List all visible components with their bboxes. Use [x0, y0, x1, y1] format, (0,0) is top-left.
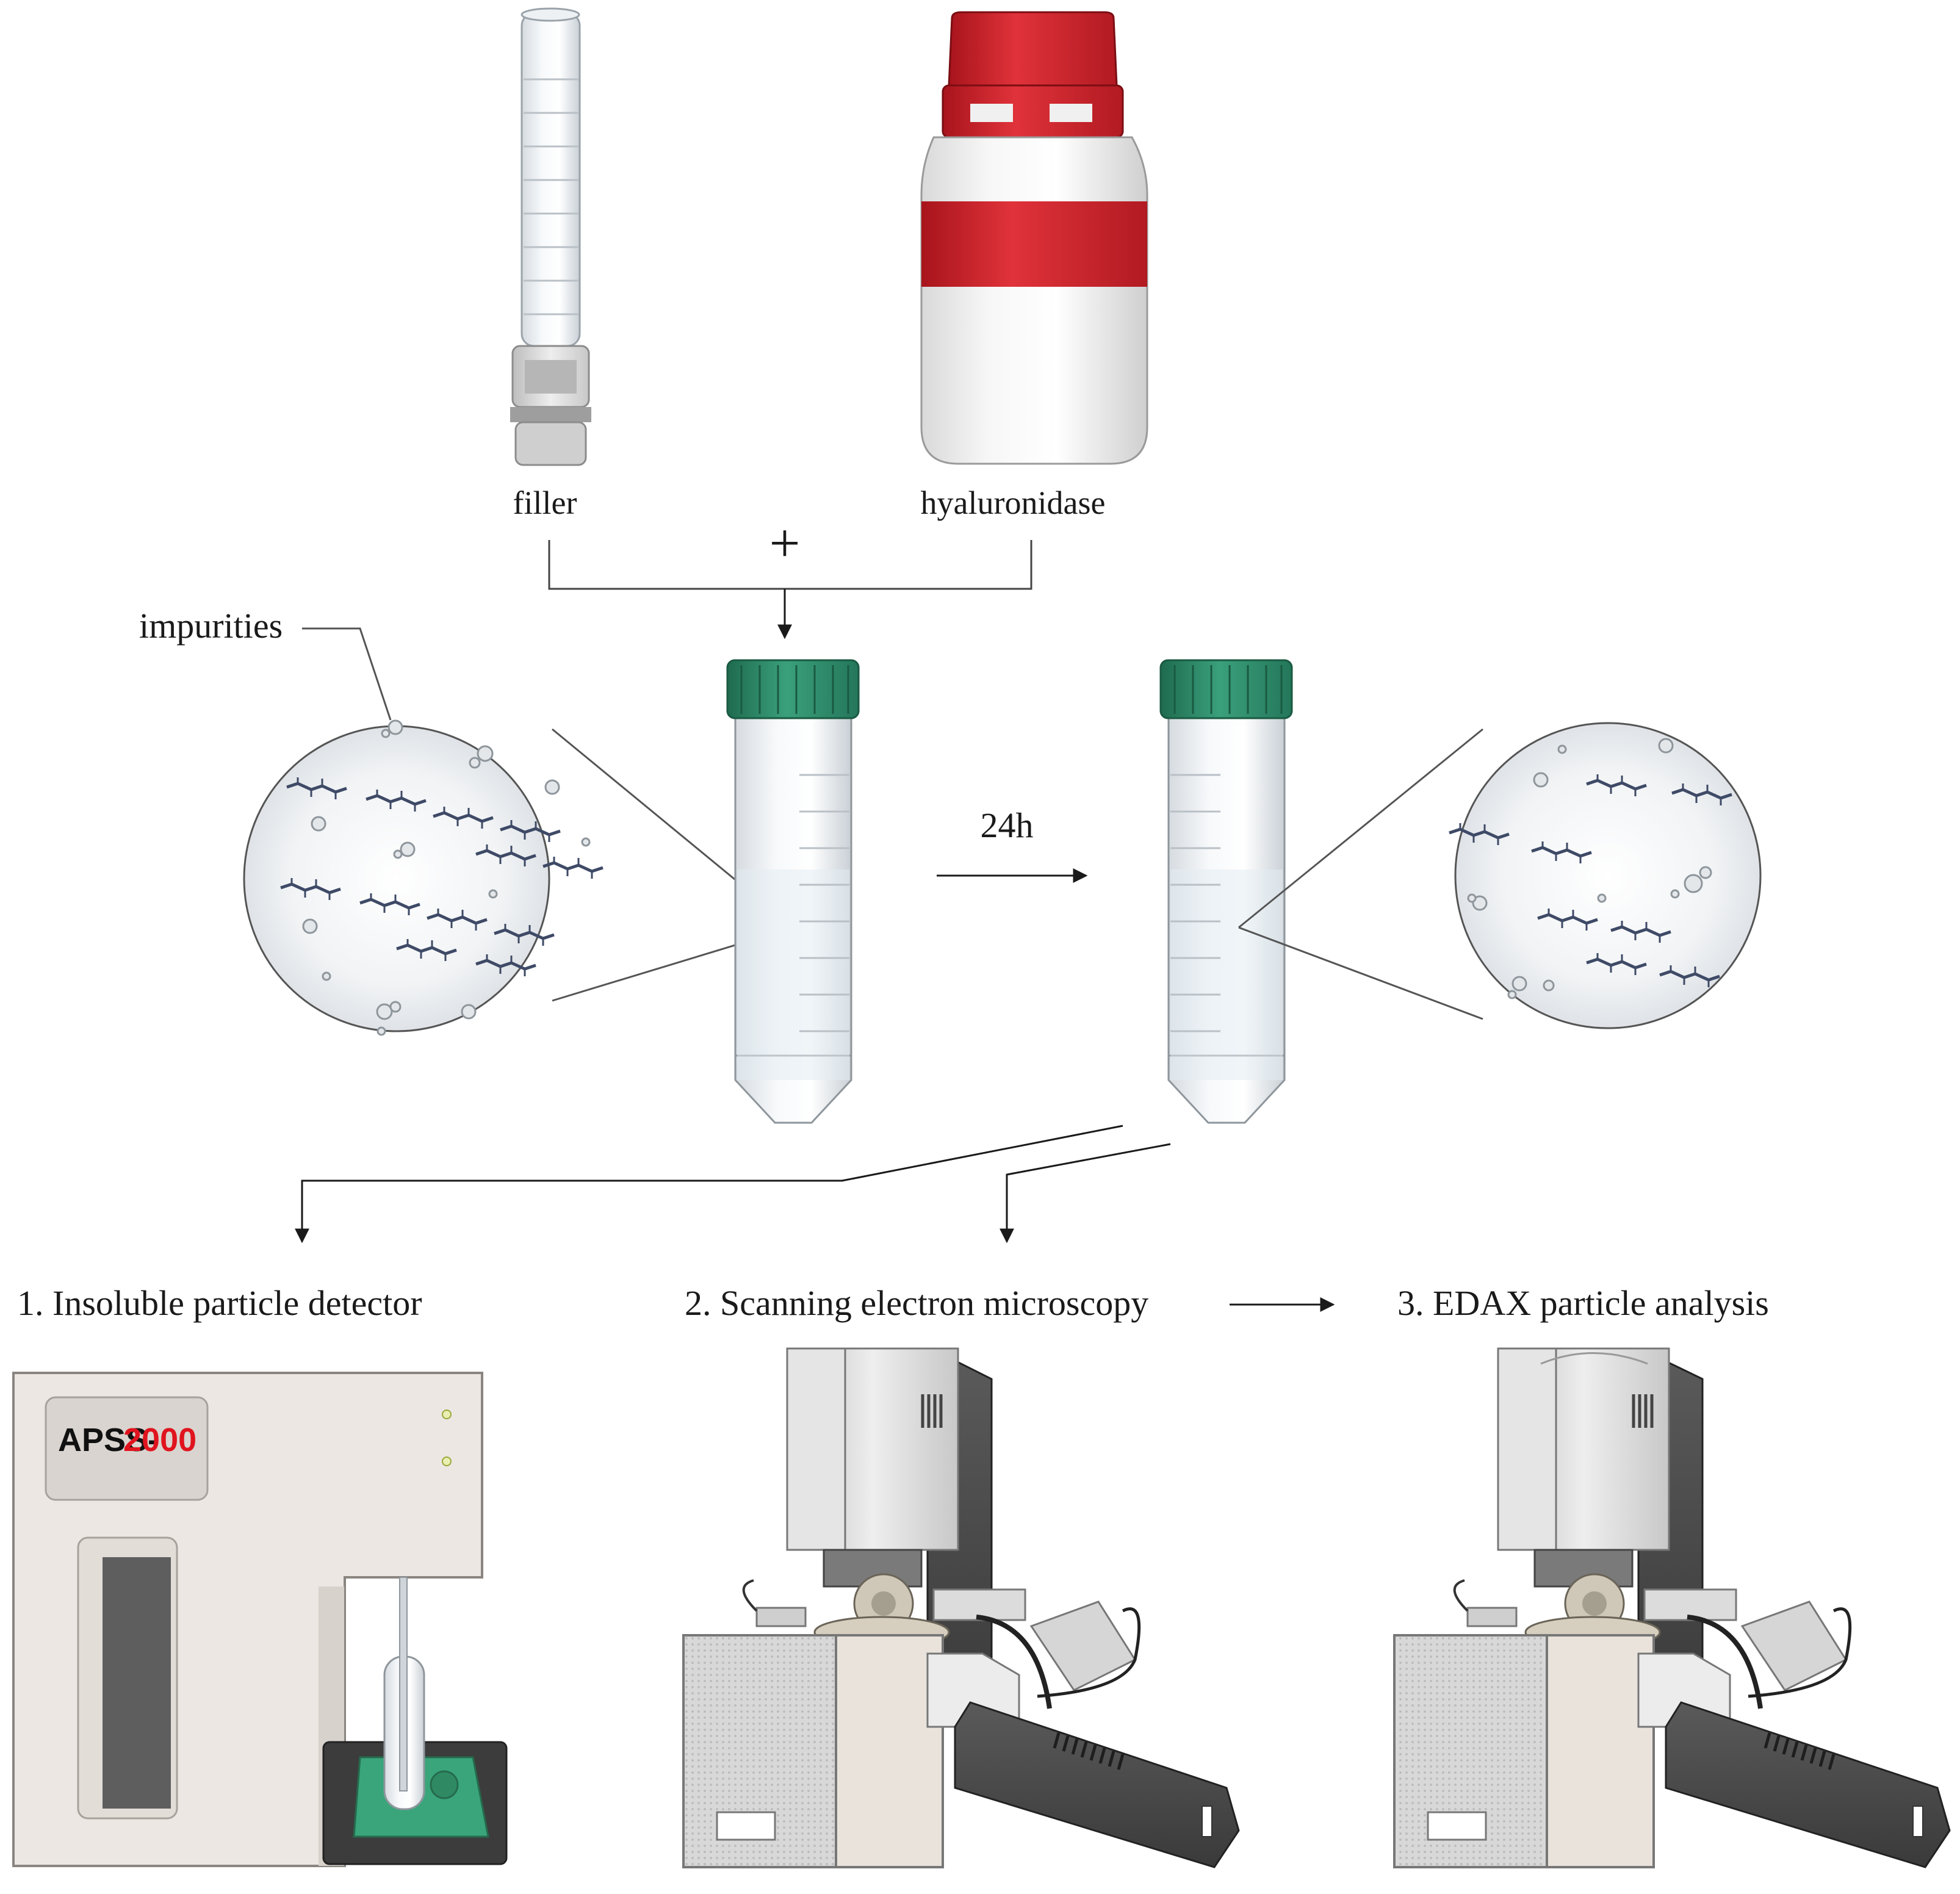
combine-line [548, 540, 1032, 590]
step3-label: 3. EDAX particle analysis [1397, 1283, 1769, 1323]
remaining-particles [1467, 738, 1712, 999]
centrifuge-tube-after [1159, 659, 1293, 1124]
sem-detector [954, 1701, 1240, 1868]
filler-label: filler [513, 484, 577, 521]
route-to-detector [295, 1125, 1123, 1244]
edax-detector [1665, 1701, 1951, 1868]
impurities-leader [302, 627, 392, 721]
impurities-label: impurities [139, 606, 283, 646]
hyaluronidase-label: hyaluronidase [921, 484, 1106, 521]
edax-instrument [1393, 1347, 1951, 1868]
magnifier-after [1449, 722, 1762, 1029]
impurity-particles [302, 719, 591, 1036]
filler-syringe [510, 7, 591, 466]
plus-sign: + [769, 513, 801, 574]
brand-prefix: APSS- [58, 1422, 159, 1458]
time-label: 24h [981, 805, 1034, 845]
magnifier-before [243, 719, 603, 1036]
sem-instrument [682, 1347, 1240, 1868]
indicator-light-1 [442, 1410, 452, 1419]
step2-label: 2. Scanning electron microscopy [685, 1283, 1148, 1323]
route-to-sem [1000, 1143, 1171, 1244]
hyaluronidase-bottle [920, 11, 1148, 465]
indicator-light-2 [442, 1457, 452, 1466]
step1-label: 1. Insoluble particle detector [17, 1283, 422, 1323]
particle-detector: APSS- 2000 [12, 1372, 508, 1867]
brand-suffix: 2000 [123, 1422, 196, 1458]
centrifuge-tube-before [726, 659, 860, 1124]
